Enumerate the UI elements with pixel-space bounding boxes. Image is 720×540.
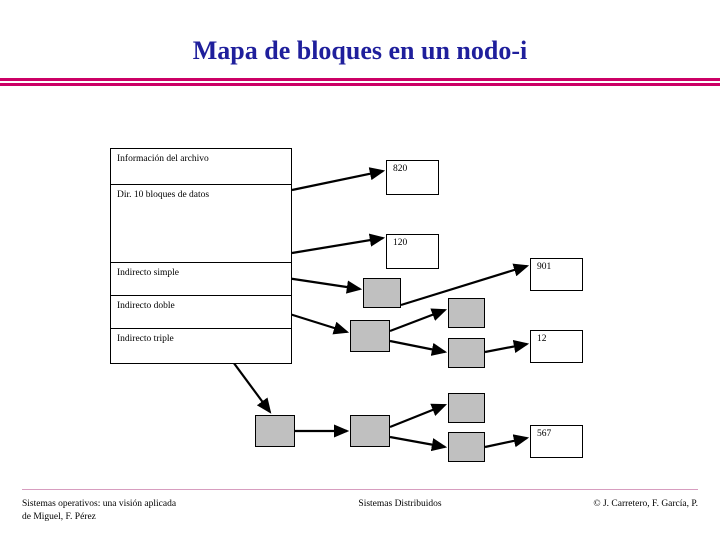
arrow-blockB-to-blockC: [389, 308, 448, 333]
gray-block-3: [448, 298, 485, 328]
gray-block-4: [448, 338, 485, 368]
gray-block-7: [448, 393, 485, 423]
footer-center: Sistemas Distribuidos: [358, 499, 442, 509]
header-divider: [0, 78, 720, 87]
arrow-blockF-to-blockG: [389, 403, 448, 429]
value-box-901: 901: [530, 258, 583, 291]
inode-row-double-indirect: Indirecto doble: [111, 296, 291, 329]
header-divider-line-top: [0, 78, 720, 81]
arrow-blockB-to-blockD: [389, 339, 448, 356]
footer-divider: [22, 489, 698, 490]
gray-block-5: [255, 415, 295, 447]
arrow-blockH-to-567: [484, 434, 530, 449]
value-box-120: 120: [386, 234, 439, 269]
header-divider-line-bottom: [0, 83, 720, 86]
arrow-simple-to-block: [279, 275, 363, 294]
footer-left-line2: de Miguel, F. Pérez: [22, 512, 96, 522]
footer-copyright: © J. Carretero, F. García, P.: [593, 499, 698, 509]
value-box-820: 820: [386, 160, 439, 195]
gray-block-6: [350, 415, 390, 447]
inode-row-single-indirect: Indirecto simple: [111, 263, 291, 296]
value-box-12: 12: [530, 330, 583, 363]
gray-block-8: [448, 432, 485, 462]
inode-row-file-info: Información del archivo: [111, 149, 291, 185]
inode-row-triple-indirect: Indirecto triple: [111, 329, 291, 363]
arrow-blockF-to-blockH: [389, 435, 448, 452]
arrow-blockD-to-12: [484, 339, 530, 354]
page-title: Mapa de bloques en un nodo-i: [192, 36, 528, 65]
arrow-direct-to-820: [291, 167, 386, 192]
value-box-567: 567: [530, 425, 583, 458]
gray-block-2: [350, 320, 390, 352]
arrow-blockA-to-901: [400, 263, 530, 307]
header-divider-gap: [0, 82, 720, 83]
gray-block-1: [363, 278, 401, 308]
footer-left: Sistemas operativos: una visión aplicada…: [22, 498, 322, 524]
arrow-direct-to-120: [291, 233, 386, 255]
footer-left-line1: Sistemas operativos: una visión aplicada: [22, 499, 177, 509]
inode-row-direct-blocks: Dir. 10 bloques de datos: [111, 185, 291, 263]
inode-table: Información del archivo Dir. 10 bloques …: [110, 148, 292, 364]
